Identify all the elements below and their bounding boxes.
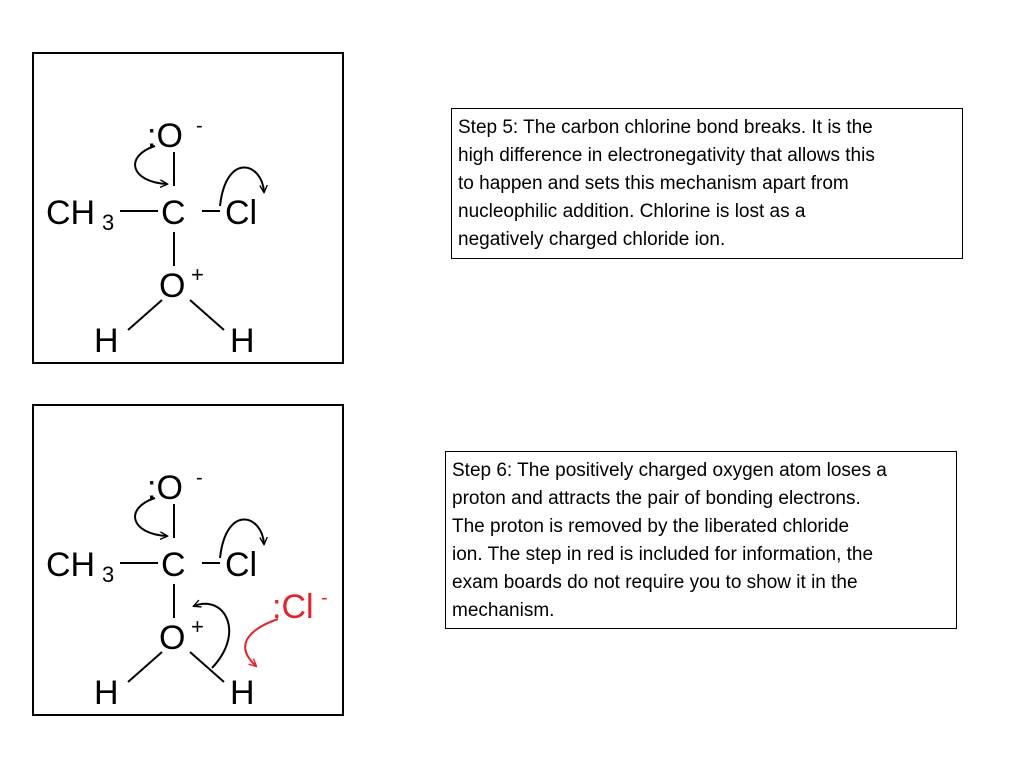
bond-o-h-left [127,651,163,683]
methyl-subscript: 3 [102,210,114,235]
mechanism-panel-step5: :O - CH 3 C Cl O + H H [32,52,344,364]
step6-text-line: Step 6: The positively charged oxygen at… [452,460,887,481]
charge-positive: + [191,614,204,639]
atom-hydrogen-left: H [94,322,119,360]
bond-o-h-left [127,299,163,331]
step5-description: Step 5: The carbon chlorine bond breaks.… [451,108,963,259]
step5-text-line: negatively charged chloride ion. [458,229,726,250]
atom-methyl: CH [46,546,95,584]
step5-text-line: Step 5: The carbon chlorine bond breaks.… [458,117,873,138]
atom-hydrogen-right: H [230,322,255,360]
bond-o-h-right [189,651,225,683]
atom-oxonium: O [159,267,185,305]
methyl-subscript: 3 [102,562,114,587]
atom-methyl: CH [46,194,95,232]
mechanism-panel-step6: :O - CH 3 C Cl O + H H :Cl - [32,404,344,716]
step6-text-line: exam boards do not require you to show i… [452,572,858,593]
molecule-diagram-step5: :O - CH 3 C Cl O + H H [46,115,342,360]
step6-text-line: ion. The step in red is included for inf… [452,544,874,565]
step5-text-line: to happen and sets this mechanism apart … [458,173,849,194]
curly-arrow-to-oxonium [194,604,231,669]
atom-carbon: C [161,194,186,232]
curly-arrow-to-c [134,145,167,184]
step5-text-line: high difference in electronegativity tha… [458,145,875,166]
bond-o-h-right [189,299,225,331]
atom-oxide: :O [147,469,183,507]
atom-carbon: C [161,546,186,584]
charge-negative: - [196,467,203,489]
step6-text-line: The proton is removed by the liberated c… [452,516,850,537]
step6-description: Step 6: The positively charged oxygen at… [445,451,957,629]
atom-hydrogen-left: H [94,674,119,712]
step6-text-line: mechanism. [452,600,555,621]
curly-arrow-chloride-to-h [244,618,279,666]
atom-oxide: :O [147,117,183,155]
curly-arrow-to-c [134,497,167,536]
step5-text-line: nucleophilic addition. Chlorine is lost … [458,201,806,222]
atom-hydrogen-right: H [230,674,255,712]
curly-arrow-to-cl [219,166,264,207]
molecule-diagram-step6: :O - CH 3 C Cl O + H H :Cl - [46,467,328,712]
curly-arrow-to-cl [219,518,264,559]
step6-text-line: proton and attracts the pair of bonding … [452,488,861,509]
atom-chlorine: Cl [225,546,257,584]
atom-chloride-ion: :Cl [272,588,314,626]
charge-negative: - [196,115,203,137]
chloride-charge-negative: - [321,587,328,609]
atom-chlorine: Cl [225,194,257,232]
charge-positive: + [191,262,204,287]
atom-oxonium: O [159,619,185,657]
